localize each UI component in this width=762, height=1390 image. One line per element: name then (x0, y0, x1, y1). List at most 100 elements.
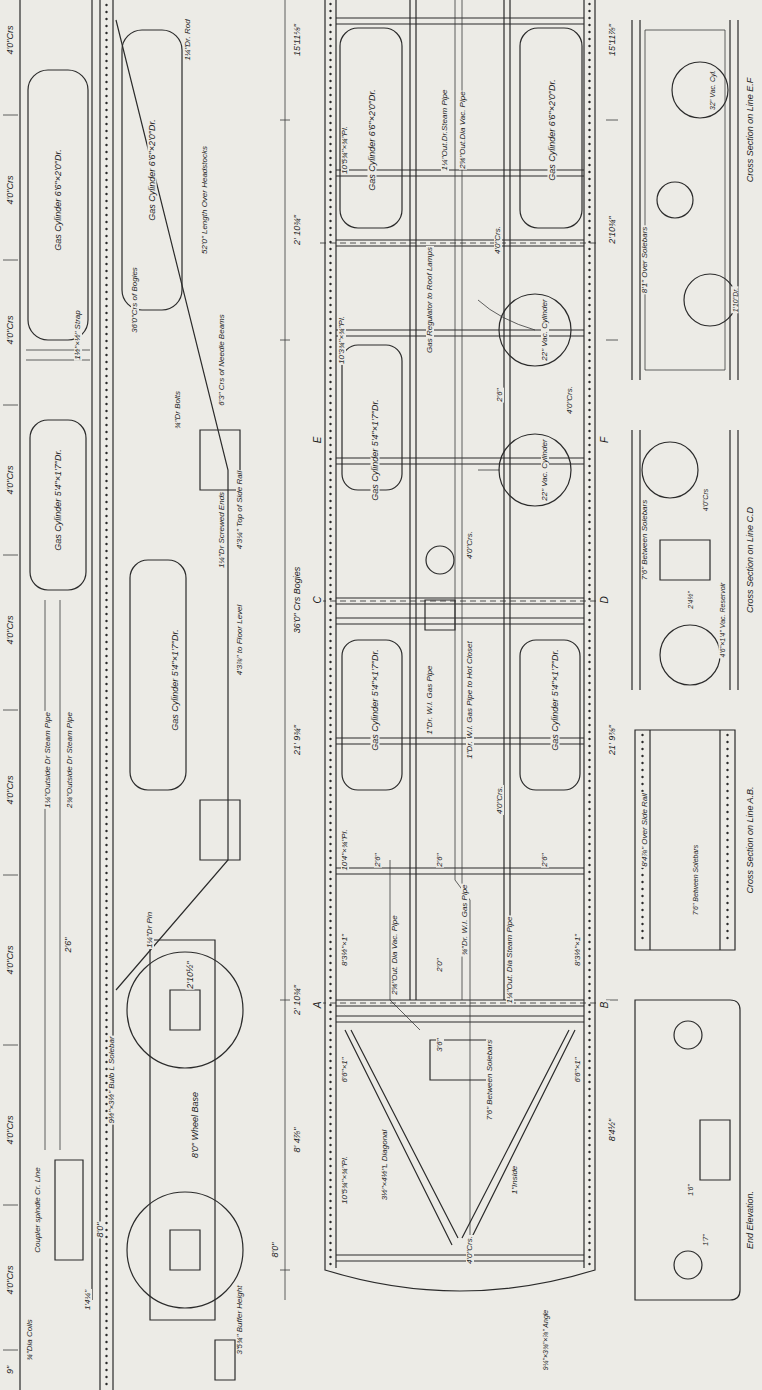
solebar-elevation-line (170, 1230, 200, 1270)
solebar-elevation (100, 0, 243, 1390)
part-label: 10'3¾"×¾"Pl. (338, 315, 346, 365)
part-label: 22" Vac. Cylinder (541, 298, 549, 361)
underframe-plan-line (340, 28, 402, 228)
side-elevation-line (26, 350, 90, 1150)
part-label: Gas Cylinder 6'6"×2'0"Dr. (548, 78, 557, 181)
part-label: Gas Cylinder 6'6"×2'0"Dr. (54, 148, 63, 251)
part-label: 1½"×½" Strap (74, 309, 82, 361)
dimension-label: 4'0"Crs (6, 775, 15, 806)
section-letter: A (313, 1001, 323, 1010)
underframe-plan (320, 0, 600, 1291)
part-label: ¾"Dr. W.I. Gas Pipe (461, 883, 469, 956)
dimension-label: 2'6" (436, 852, 444, 867)
dimension-label: 6'3" Crs of Needle Beams (218, 313, 226, 407)
part-label: Gas Regulator to Roof Lamps (426, 246, 434, 354)
solebar-elevation-line (150, 940, 215, 1320)
part-label: 1¼"Out. Dia Steam Pipe (506, 916, 514, 1005)
part-label: 32" Vac. Cyl. (709, 69, 716, 111)
dimension-label: 4'0"Crs (6, 1115, 15, 1146)
cross-sections-line (642, 442, 698, 498)
part-label: Coupler spindle Cr. Line (34, 1166, 42, 1254)
dimension-label: 2'4½" (687, 590, 694, 609)
solebar-elevation-line (127, 1192, 243, 1308)
side-elevation-line (30, 420, 86, 590)
underframe-plan-line (325, 0, 595, 1291)
dimension-label: 8'0" Wheel Base (191, 1091, 200, 1159)
solebar-elevation-line (170, 990, 200, 1030)
cross-sections-line (632, 430, 738, 690)
underframe-plan-line (336, 0, 584, 1268)
cross-sections-line (657, 182, 693, 218)
dimension-label: 2'6" (374, 852, 382, 867)
solebar-elevation-line (130, 560, 186, 790)
cross-sections-line (660, 540, 710, 580)
dimension-label: 4'0"Crs (6, 945, 15, 976)
dimension-label: 36'0" Crs Bogies (293, 566, 302, 634)
dimension-label: 2'6" (496, 387, 504, 402)
part-label: Gas Cylinder 6'6"×2'0"Dr. (368, 88, 377, 191)
part-label: 1¼"Outside Dr Steam Pipe (44, 711, 52, 809)
part-label: 1¼"Dr. Rod (184, 18, 192, 61)
dimension-label: 4'0"Crs. (494, 225, 502, 255)
underframe-plan-line (390, 0, 535, 1250)
part-label: Gas Cylinder 6'6"×2'0"Dr. (148, 118, 157, 221)
part-label: Gas Cylinder 5'4"×1'7"Dr. (551, 648, 560, 751)
dimension-lines-line (606, 120, 618, 1000)
cross-sections-line (700, 1120, 730, 1180)
dimension-label: 1'6" (687, 1183, 694, 1197)
dimension-label: 2' 10¾" (293, 984, 302, 1016)
cross-sections-line (684, 274, 736, 326)
part-label: 10'4"×¾"Pl. (341, 828, 349, 871)
dimension-label: 2'0" (436, 957, 444, 972)
underframe-plan-line (499, 434, 571, 506)
section-letter: E (313, 436, 323, 445)
cross-sections-line (645, 30, 725, 370)
underframe-plan-line (320, 243, 600, 1003)
part-label: Gas Cylinder 5'4"×1'7"Dr. (54, 448, 63, 551)
part-label: 1¼"Out.Dr.Steam Pipe (441, 89, 449, 172)
dimension-label: 4'0"Crs (6, 615, 15, 646)
side-elevation-line (28, 70, 88, 340)
dimension-label: 2' 10¾" (293, 214, 302, 246)
part-label: 2¾"Outside Dr Steam Pipe (66, 711, 74, 809)
dimension-label: 8' 4⅞" (293, 1127, 302, 1154)
dimension-label: 7'6" Between Solebars (486, 1039, 494, 1121)
part-label: 1'10"Dr. (732, 287, 739, 314)
part-label: 9½"×3½" Bulb L Solebar (108, 1035, 116, 1124)
part-label: 2⅝"Out. Dia Vac. Pipe (391, 914, 399, 995)
underframe-plan-line (345, 1030, 575, 1245)
cross-sections-line (650, 730, 720, 950)
dimension-label: 4'0"Crs. (566, 385, 574, 415)
part-label: 6'6"×1" (341, 1056, 349, 1083)
dimension-label: 8'4⅞" Over Side Rail (641, 792, 649, 868)
part-label: 10'5¾"×¾"Pl. (341, 125, 349, 175)
underframe-plan-line (331, 4, 590, 1265)
dimension-label: 4'0"Crs (6, 25, 15, 56)
underframe-plan-line (520, 28, 582, 228)
part-label: 22" Vac. Cylinder (541, 438, 549, 501)
part-label: Gas Cylinder 5'4"×1'7"Dr. (371, 398, 380, 501)
section-letter: C (313, 595, 323, 604)
dimension-label: 3'5¾" Buffer Height (236, 1285, 244, 1356)
part-label: 1¼"Dr Screwed Ends (218, 491, 226, 569)
dimension-label: 4'0"Crs (6, 315, 15, 346)
cross-sections-line (674, 1251, 702, 1279)
cross-sections-line (635, 730, 735, 950)
part-label: 4'6"×1'4" Vac. Reservoir (719, 582, 726, 659)
underframe-plan-line (425, 600, 455, 630)
side-elevation (3, 0, 92, 1390)
solebar-elevation-line (105, 5, 107, 1385)
part-label: 8'3½"×1" (574, 933, 582, 967)
dimension-label: 9" (6, 1365, 15, 1375)
solebar-elevation-line (116, 20, 228, 990)
cross-sections-line (660, 625, 720, 685)
part-label: 1"Inside (511, 1165, 519, 1196)
dimension-label: 4'0"Crs. (466, 1235, 474, 1265)
part-label: 1¼"Dr Pin (146, 911, 154, 949)
dimension-label: 8'1" Over Solebars (641, 226, 649, 295)
dimension-lines (280, 0, 618, 1300)
dimension-label: 8'0" (96, 1222, 105, 1239)
dimension-label: 15'11⅛" (293, 23, 302, 57)
underframe-plan-line (426, 546, 454, 574)
side-elevation-line (20, 0, 92, 1390)
